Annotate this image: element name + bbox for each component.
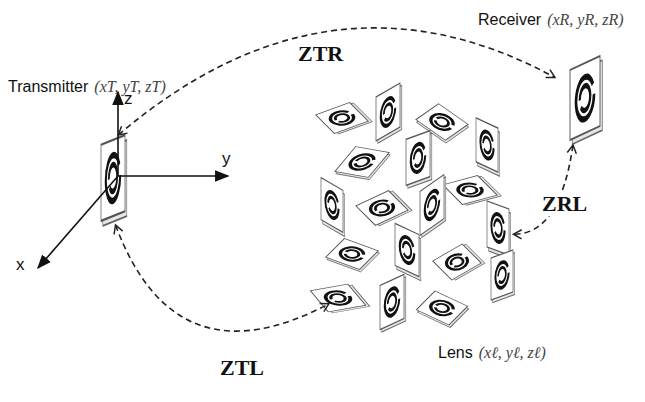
lens-resonators xyxy=(310,82,514,333)
node-heading: Lens xyxy=(438,343,473,362)
transmitter-node: Transmitter(xT, yT, zT) xyxy=(88,135,143,225)
node-heading: Receiver xyxy=(478,10,541,29)
node-heading: Transmitter xyxy=(8,77,88,96)
axis-label: x xyxy=(16,256,25,273)
coordinate-label: (xℓ, yℓ, zℓ) xyxy=(479,343,546,362)
impedance-label: ZRL xyxy=(540,192,589,216)
lens-node: Lens(xℓ, yℓ, zℓ) xyxy=(312,95,524,327)
impedance-label: ZTL xyxy=(218,356,266,380)
receiver-resonator xyxy=(570,55,602,145)
coordinate-axes xyxy=(38,92,228,268)
impedance-label: ZTR xyxy=(296,42,345,66)
receiver-node: Receiver(xR, yR, zR) xyxy=(555,55,615,145)
coupling-arrow xyxy=(118,28,555,135)
coordinate-label: (xR, yR, zR) xyxy=(547,10,623,29)
axis-label: y xyxy=(222,150,231,167)
axis-label: z xyxy=(124,90,133,107)
coupling-arrow xyxy=(513,145,573,234)
coupling-arrow xyxy=(116,225,329,331)
